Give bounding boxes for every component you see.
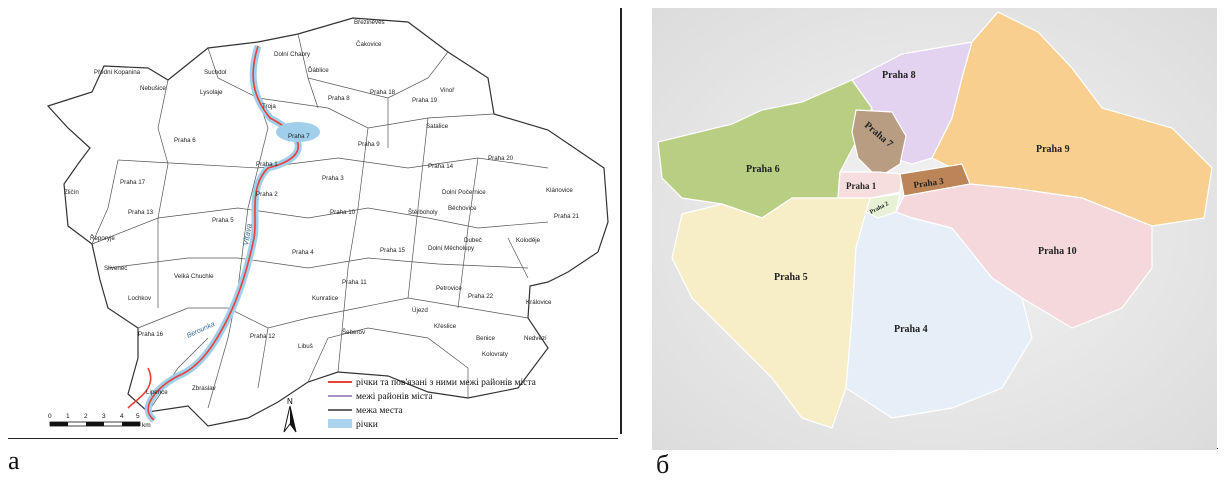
scale-tick: 2 bbox=[84, 413, 88, 420]
district-label: Troja bbox=[262, 103, 276, 110]
district-label: Koloděje bbox=[516, 237, 541, 244]
caption-b: б bbox=[656, 450, 670, 479]
panel-divider bbox=[620, 8, 622, 434]
district-label: Praha 19 bbox=[412, 97, 438, 104]
district-label: Dolní Počernice bbox=[442, 189, 486, 196]
district-label: Přední Kopanina bbox=[94, 69, 141, 76]
district-label: Lochkov bbox=[128, 295, 152, 302]
district-label: Praha 22 bbox=[468, 293, 494, 300]
district-label: Praha 1 bbox=[256, 161, 278, 168]
district-label: Praha 9 bbox=[358, 141, 380, 148]
prague-colored-districts-map: Praha 6 Praha 8 Praha 7 Praha 9 Praha 1 … bbox=[652, 8, 1217, 450]
north-arrow-icon: N bbox=[283, 397, 297, 433]
district-label: Praha 1 bbox=[846, 181, 877, 191]
scale-tick: 4 bbox=[120, 413, 124, 420]
river-district-border bbox=[147, 45, 299, 421]
district-label: Praha 10 bbox=[1038, 246, 1077, 257]
district-label: Čakovice bbox=[356, 41, 382, 48]
district-label: Královice bbox=[526, 299, 552, 306]
scale-unit: km bbox=[142, 422, 151, 429]
district-label: Štěrboholy bbox=[408, 209, 438, 216]
map-legend: річки та пов'язані з ними межі районів м… bbox=[328, 377, 537, 430]
district-label: Březiněves bbox=[354, 19, 385, 26]
district-label: Praha 18 bbox=[370, 89, 396, 96]
legend-patch bbox=[328, 419, 352, 428]
district-label: Velká Chuchle bbox=[174, 273, 214, 280]
district-label: Praha 15 bbox=[380, 247, 406, 254]
district-label: Křeslice bbox=[434, 323, 457, 330]
district-label: Praha 6 bbox=[746, 164, 780, 175]
district-label: Petrovice bbox=[436, 285, 462, 292]
scale-bar: 0 1 2 3 4 5 km bbox=[48, 413, 151, 429]
legend-label: межі районів міста bbox=[356, 391, 433, 402]
district-label: Vinoř bbox=[440, 87, 455, 94]
district-label: Zbraslav bbox=[192, 385, 217, 392]
district-praha-7 bbox=[851, 109, 907, 179]
district-label: Praha 10 bbox=[330, 209, 356, 216]
district-label: Řeporyje bbox=[90, 234, 115, 242]
district-label: Libuš bbox=[298, 343, 313, 350]
district-praha-4 bbox=[845, 211, 1033, 419]
district-boundaries bbox=[91, 33, 549, 413]
legend-label: межа места bbox=[356, 406, 403, 416]
district-label: Praha 20 bbox=[488, 155, 514, 162]
district-label: Praha 8 bbox=[328, 95, 350, 102]
district-label: Dubeč bbox=[464, 237, 482, 244]
district-label: Praha 2 bbox=[256, 191, 278, 198]
district-label: Praha 5 bbox=[774, 272, 808, 283]
north-label: N bbox=[287, 397, 293, 406]
district-label: Praha 7 bbox=[288, 133, 310, 140]
district-label: Klánovice bbox=[546, 187, 573, 194]
district-label: Suchdol bbox=[204, 69, 226, 76]
district-label: Praha 4 bbox=[292, 249, 314, 256]
panel-a-bottom-rule bbox=[8, 438, 618, 439]
district-label: Praha 13 bbox=[128, 209, 154, 216]
district-label: Dolní Měcholupy bbox=[428, 245, 475, 252]
caption-a: а bbox=[8, 446, 20, 475]
district-label: Praha 4 bbox=[894, 324, 928, 335]
district-label: Zličín bbox=[64, 189, 79, 196]
legend-label: річки bbox=[356, 420, 378, 430]
district-label: Kunratice bbox=[312, 295, 339, 302]
district-label: Dolní Chabry bbox=[274, 51, 311, 58]
district-label: Praha 5 bbox=[212, 217, 234, 224]
legend-label: річки та пов'язані з ними межі районів м… bbox=[356, 377, 537, 388]
city-boundary bbox=[46, 17, 609, 427]
district-label: Praha 17 bbox=[120, 179, 146, 186]
district-label: Praha 11 bbox=[342, 279, 367, 286]
district-label: Újezd bbox=[412, 307, 428, 314]
district-label: Praha 9 bbox=[1036, 144, 1070, 155]
district-label: Lysolaje bbox=[200, 89, 223, 96]
district-label: Praha 8 bbox=[882, 70, 916, 81]
district-label: Běchovice bbox=[448, 205, 477, 212]
district-label: Praha 21 bbox=[554, 213, 580, 220]
scale-tick: 1 bbox=[66, 413, 70, 420]
troja-lake bbox=[276, 122, 320, 142]
district-label: Praha 16 bbox=[138, 331, 164, 338]
district-labels: Praha 6 Praha 8 Praha 7 Praha 9 Praha 1 … bbox=[746, 70, 1077, 335]
district-label: Šeberov bbox=[342, 329, 366, 336]
district-label: Kolovraty bbox=[482, 351, 509, 358]
district-label: Praha 14 bbox=[428, 163, 454, 170]
district-label: Satalice bbox=[426, 123, 449, 130]
district-label: Lipence bbox=[146, 389, 168, 396]
district-label: Praha 6 bbox=[174, 137, 196, 144]
district-label: Praha 3 bbox=[913, 176, 945, 190]
district-label: Slivenec bbox=[104, 265, 127, 272]
scale-tick: 0 bbox=[48, 413, 52, 420]
district-label: Praha 12 bbox=[250, 333, 276, 340]
district-label: Praha 3 bbox=[322, 175, 344, 182]
district-label: Nedvězí bbox=[524, 335, 547, 342]
scale-tick: 3 bbox=[102, 413, 106, 420]
river-label: Vltava bbox=[241, 222, 254, 246]
berounka-border bbox=[127, 367, 152, 409]
district-label: Nebušice bbox=[140, 85, 166, 92]
scale-tick: 5 bbox=[136, 413, 140, 420]
district-label: Benice bbox=[476, 335, 495, 342]
district-label: Ďáblice bbox=[308, 66, 329, 74]
